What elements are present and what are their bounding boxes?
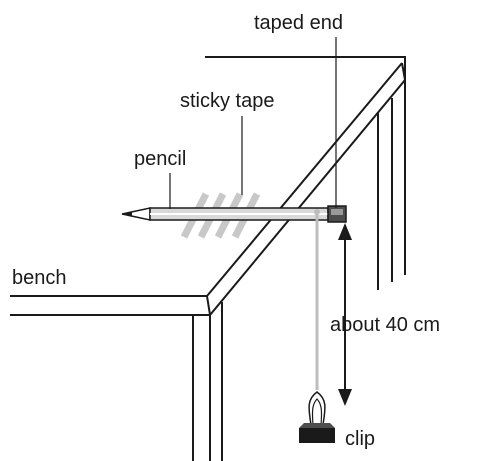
- bench: [10, 56, 406, 461]
- bench-corner-top: [401, 62, 406, 81]
- bench-label: bench: [12, 267, 67, 289]
- pencil: [121, 205, 347, 223]
- bench-back-edge: [205, 56, 406, 80]
- sticky-tape-label: sticky tape: [180, 90, 275, 112]
- binder-clip-icon: [299, 391, 335, 443]
- pencil-label: pencil: [134, 148, 187, 170]
- distance-label: about 40 cm: [330, 314, 441, 336]
- bench-corner-bevel: [206, 295, 211, 316]
- double-headed-arrow-icon: [338, 223, 352, 406]
- leader-lines: [169, 37, 337, 209]
- taped-end-label: taped end: [254, 12, 343, 34]
- clip-label: clip: [345, 428, 376, 450]
- pencil-lead: [122, 212, 132, 216]
- thread: [314, 209, 320, 390]
